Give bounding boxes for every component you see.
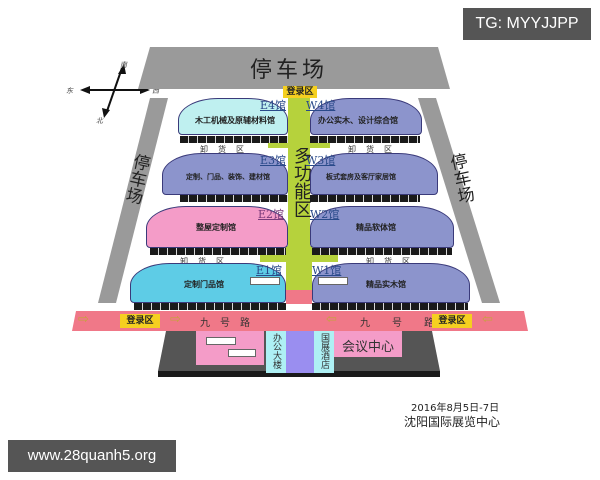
hall-w4-name: 办公实木、设计综合馆	[318, 116, 398, 125]
login-zone-road-right: 登录区	[432, 314, 472, 328]
dock-row2-left	[150, 248, 286, 255]
arrow-left-icon: ⇦	[482, 312, 493, 327]
parking-right: 停车场	[418, 98, 500, 303]
hall-w4	[310, 98, 422, 135]
road-name-left: 九号路	[200, 318, 260, 329]
hall-e3	[162, 153, 288, 195]
hall-w3-code: W3馆	[306, 154, 336, 167]
parking-top-label: 停车场	[250, 58, 329, 83]
event-venue: 沈阳国际展览中心	[404, 415, 501, 429]
parking-left: 停车场	[98, 98, 168, 303]
e1-info-sign	[250, 277, 280, 285]
green-connector	[268, 137, 330, 148]
compass-south: 南	[120, 61, 127, 69]
hall-e3-code: E3馆	[260, 154, 287, 167]
conference-center: 会议中心	[334, 331, 402, 357]
plaza-sign-1	[206, 337, 236, 345]
conference-center-label: 会议中心	[342, 340, 395, 355]
office-building-label: 办公大楼	[271, 333, 281, 369]
multi-function-zone-label: 多功能区	[291, 146, 312, 218]
hall-w3	[310, 153, 438, 195]
dock-row1-right	[312, 303, 468, 310]
compass-arrows-icon	[80, 64, 150, 118]
plaza-sign-2	[228, 349, 256, 357]
hall-w2	[310, 206, 454, 248]
unloading-zone-row4-right: 卸货区	[348, 145, 402, 154]
compass-north: 北	[96, 117, 103, 125]
entrance-gate	[286, 290, 312, 304]
hall-e4	[178, 98, 288, 135]
login-zone-road-left: 登录区	[120, 314, 160, 328]
unloading-zone-row2-right: 卸货区	[366, 257, 420, 266]
hall-e2-name: 整屋定制馆	[196, 223, 236, 232]
arrow-right-icon: ⇨	[170, 312, 181, 327]
dock-row3-right	[310, 195, 420, 202]
dock-row3-left	[180, 195, 288, 202]
arrow-left-icon: ⇦	[326, 312, 337, 327]
hall-e1-name: 定制门品馆	[184, 280, 224, 289]
arrow-right-icon: ⇨	[78, 312, 89, 327]
hall-w3-name: 板式套房及客厅家居馆	[326, 173, 396, 181]
hall-e2	[146, 206, 288, 248]
hall-e4-name: 木工机械及原辅材料馆	[195, 116, 275, 125]
hall-e2-code: E2馆	[258, 208, 285, 221]
road-jiuhao: ⇨ 登录区 ⇨ 九号路 ⇦ 九号路 登录区 ⇦	[72, 311, 528, 331]
compass: 南 东 西 北	[66, 61, 166, 132]
hotel-building: 国展酒店	[314, 331, 334, 373]
watermark-top: TG: MYYJJPP	[463, 8, 591, 40]
hall-e3-name: 定制、门品、装饰、建材馆	[186, 173, 270, 181]
hall-e4-code: E4馆	[260, 99, 287, 112]
road-name-right: 九号路	[360, 318, 456, 329]
courtyard	[286, 331, 314, 373]
dock-row4-right	[310, 136, 420, 143]
bottom-complex: 办公大楼 国展酒店 会议中心	[158, 331, 440, 377]
watermark-bottom: www.28quanh5.org	[8, 440, 176, 472]
event-date: 2016年8月5日-7日	[411, 403, 500, 414]
hall-w1-code: W1馆	[312, 264, 342, 277]
w1-info-sign	[318, 277, 348, 285]
hotel-building-label: 国展酒店	[319, 333, 329, 369]
unloading-zone-row2-left: 卸货区	[180, 257, 234, 266]
parking-top: 停车场	[138, 47, 450, 89]
office-building: 办公大楼	[266, 331, 286, 373]
hall-w2-name: 精品软体馆	[356, 223, 396, 232]
unloading-zone-row4-left: 卸货区	[200, 145, 254, 154]
hall-e1-code: E1馆	[256, 264, 283, 277]
hall-w2-code: W2馆	[310, 208, 340, 221]
dock-row4-left	[180, 136, 288, 143]
dock-row1-left	[134, 303, 286, 310]
hall-w1-name: 精品实木馆	[366, 280, 406, 289]
compass-east: 东	[66, 87, 73, 95]
hall-w4-code: W4馆	[306, 99, 336, 112]
login-zone-top: 登录区	[283, 86, 317, 98]
compass-west: 西	[152, 87, 159, 95]
plaza-pink	[196, 331, 264, 365]
dock-row2-right	[312, 248, 452, 255]
